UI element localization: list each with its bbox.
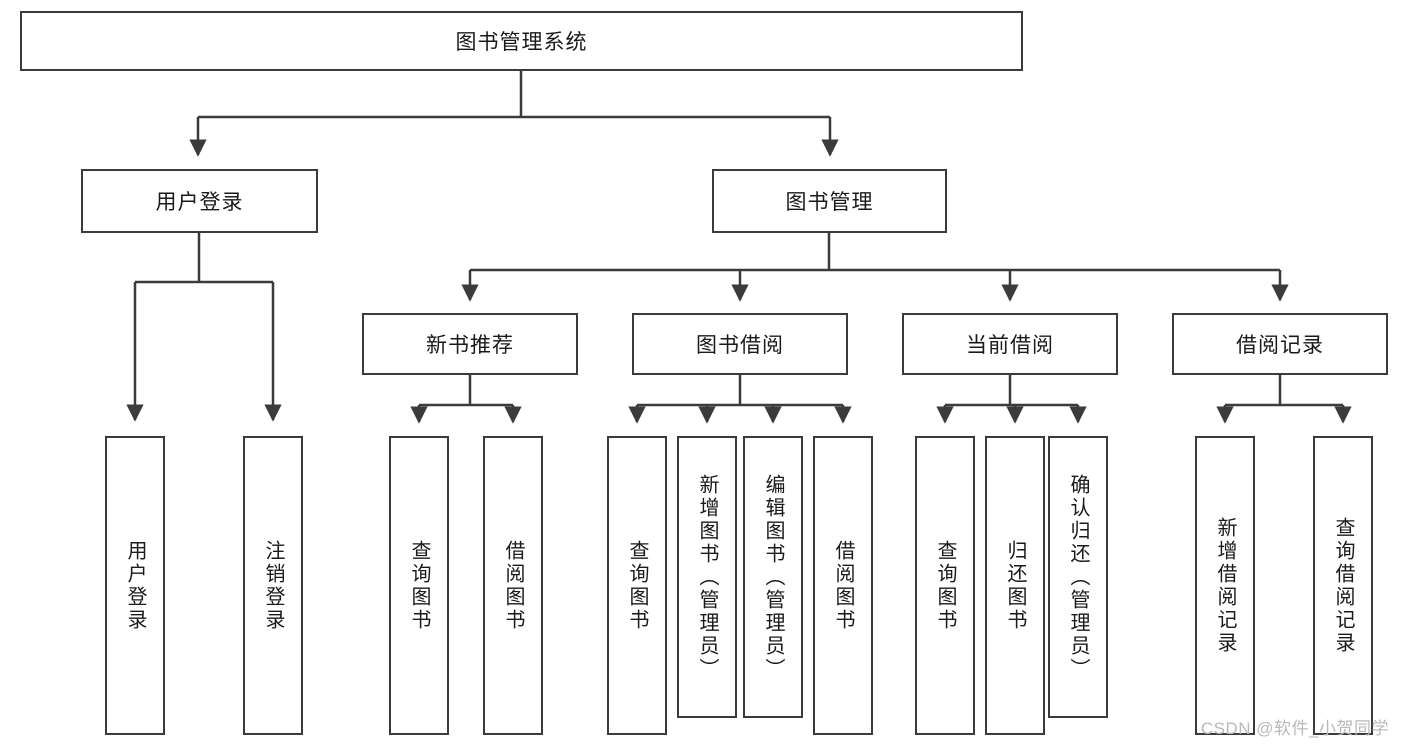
leaf-query-books-recommend[interactable]: 查询图书 <box>389 436 449 735</box>
leaf-user-login[interactable]: 用户登录 <box>105 436 165 735</box>
node-current-borrow-label: 当前借阅 <box>966 334 1054 357</box>
node-current-borrow[interactable]: 当前借阅 <box>902 313 1118 375</box>
leaf-query-books-current[interactable]: 查询图书 <box>915 436 975 735</box>
node-book-borrow-label: 图书借阅 <box>696 334 784 357</box>
node-new-book-recommend[interactable]: 新书推荐 <box>362 313 578 375</box>
node-root-label: 图书管理系统 <box>455 31 588 54</box>
leaf-borrow-books-recommend[interactable]: 借阅图书 <box>483 436 543 735</box>
leaf-query-books-borrow[interactable]: 查询图书 <box>607 436 667 735</box>
node-borrow-records-label: 借阅记录 <box>1236 334 1324 357</box>
leaf-confirm-return-admin[interactable]: 确认归还（管理员） <box>1048 436 1108 718</box>
leaf-user-login-label: 用户登录 <box>124 539 146 632</box>
leaf-borrow-books-label: 借阅图书 <box>832 539 854 632</box>
watermark-text: CSDN @软件_小贺同学 <box>1200 719 1389 738</box>
node-book-management-label: 图书管理 <box>785 191 874 214</box>
leaf-confirm-return-admin-label: 确认归还（管理员） <box>1067 473 1089 681</box>
leaf-query-books-recommend-label: 查询图书 <box>408 539 430 632</box>
leaf-query-borrow-record-label: 查询借阅记录 <box>1332 516 1354 655</box>
node-book-management[interactable]: 图书管理 <box>712 169 947 233</box>
node-new-book-recommend-label: 新书推荐 <box>426 334 514 357</box>
leaf-borrow-books[interactable]: 借阅图书 <box>813 436 873 735</box>
node-borrow-records[interactable]: 借阅记录 <box>1172 313 1388 375</box>
leaf-query-books-current-label: 查询图书 <box>934 539 956 632</box>
leaf-edit-book-admin-label: 编辑图书（管理员） <box>762 473 784 681</box>
leaf-edit-book-admin[interactable]: 编辑图书（管理员） <box>743 436 803 718</box>
leaf-return-books[interactable]: 归还图书 <box>985 436 1045 735</box>
node-user-login-label: 用户登录 <box>155 191 244 214</box>
leaf-add-borrow-record[interactable]: 新增借阅记录 <box>1195 436 1255 735</box>
leaf-query-books-borrow-label: 查询图书 <box>626 539 648 632</box>
node-root[interactable]: 图书管理系统 <box>20 11 1023 71</box>
leaf-add-borrow-record-label: 新增借阅记录 <box>1214 516 1236 655</box>
leaf-add-book-admin-label: 新增图书（管理员） <box>696 473 718 681</box>
leaf-logout-label: 注销登录 <box>262 539 284 632</box>
leaf-return-books-label: 归还图书 <box>1004 539 1026 632</box>
leaf-borrow-books-recommend-label: 借阅图书 <box>502 539 524 632</box>
leaf-logout[interactable]: 注销登录 <box>243 436 303 735</box>
node-user-login[interactable]: 用户登录 <box>81 169 318 233</box>
leaf-add-book-admin[interactable]: 新增图书（管理员） <box>677 436 737 718</box>
leaf-query-borrow-record[interactable]: 查询借阅记录 <box>1313 436 1373 735</box>
node-book-borrow[interactable]: 图书借阅 <box>632 313 848 375</box>
